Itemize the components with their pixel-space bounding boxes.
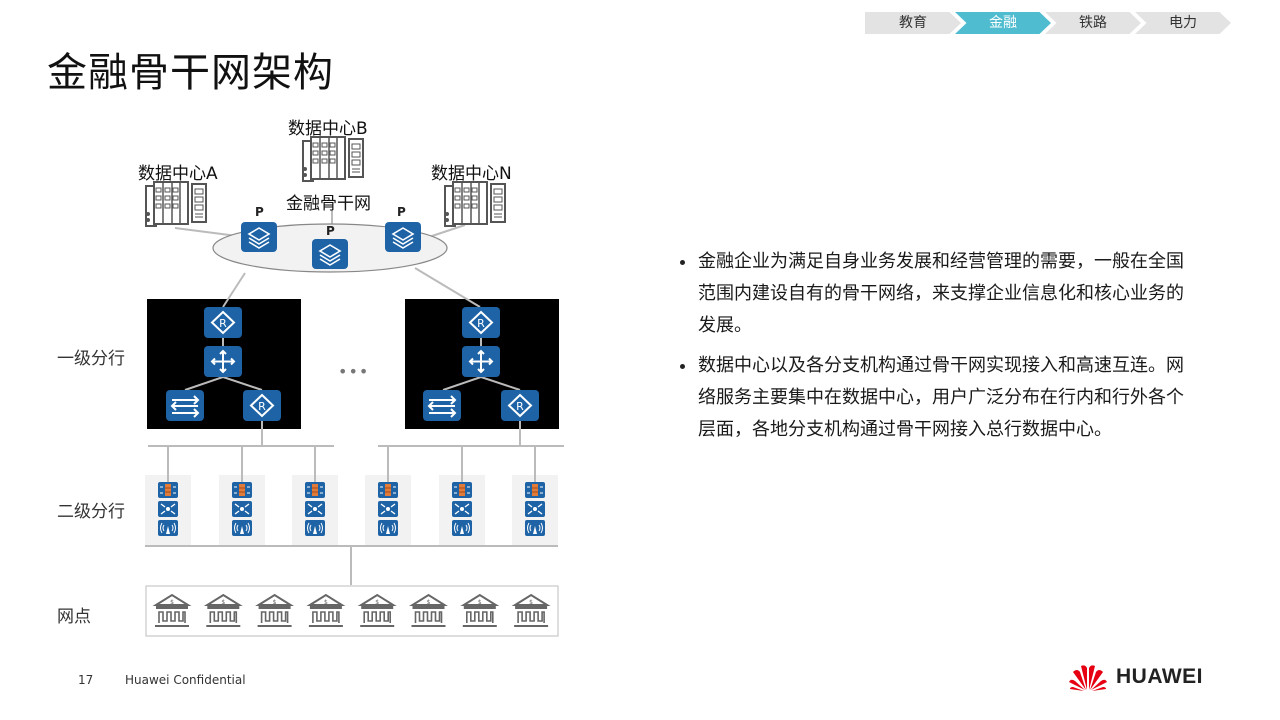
switch-icon[interactable] — [165, 389, 205, 422]
data-center-b-label: 数据中心B — [288, 119, 368, 139]
confidential-label: Huawei Confidential — [125, 673, 246, 687]
p-node-label: P — [255, 205, 264, 219]
tier-label-outlets: 网点 — [57, 607, 91, 627]
data-center-n-icon — [444, 181, 506, 227]
bullet-item: 数据中心以及各分支机构通过骨干网实现接入和高速互连。网络服务主要集中在数据中心，… — [678, 350, 1198, 446]
tier-label-level1: 一级分行 — [57, 349, 125, 369]
firewall-icon[interactable] — [524, 481, 546, 499]
firewall-icon[interactable] — [377, 481, 399, 499]
router-icon[interactable] — [203, 306, 243, 339]
nav-tab-finance[interactable]: 金融 — [955, 12, 1051, 34]
nav-tab-education[interactable]: 教育 — [865, 12, 961, 34]
p-node-label: P — [326, 224, 335, 238]
level2-branch — [512, 446, 558, 545]
level2-branch — [365, 446, 411, 545]
industry-nav: 教育 金融 铁路 电力 — [865, 12, 1231, 34]
firewall-icon[interactable] — [157, 481, 179, 499]
access-switch-icon[interactable] — [157, 500, 179, 518]
backbone-label: 金融骨干网 — [286, 194, 371, 214]
page-number: 17 — [78, 673, 94, 687]
access-switch-icon[interactable] — [304, 500, 326, 518]
level2-branches — [145, 446, 558, 545]
access-switch-icon[interactable] — [377, 500, 399, 518]
level2-branch — [439, 446, 485, 545]
access-switch-icon[interactable] — [231, 500, 253, 518]
firewall-icon[interactable] — [451, 481, 473, 499]
access-switch-icon[interactable] — [451, 500, 473, 518]
page-title: 金融骨干网架构 — [47, 50, 334, 96]
wireless-ap-icon[interactable] — [451, 519, 473, 537]
data-center-a-icon — [145, 181, 207, 227]
level2-branch — [292, 446, 338, 545]
access-switch-icon[interactable] — [524, 500, 546, 518]
outlets-panel — [145, 585, 559, 637]
p-node-label: P — [397, 205, 406, 219]
router-icon[interactable] — [242, 389, 282, 422]
huawei-petal-icon — [1069, 665, 1107, 691]
wireless-ap-icon[interactable] — [157, 519, 179, 537]
huawei-logo: HUAWEI — [1068, 662, 1203, 692]
wireless-ap-icon[interactable] — [377, 519, 399, 537]
level2-branch — [145, 446, 191, 545]
data-center-n-label: 数据中心N — [431, 164, 512, 184]
level2-branch — [219, 446, 265, 545]
firewall-icon[interactable] — [304, 481, 326, 499]
switch-icon[interactable] — [422, 389, 462, 422]
wireless-ap-icon[interactable] — [231, 519, 253, 537]
data-center-a-label: 数据中心A — [138, 164, 218, 184]
nav-tab-railway[interactable]: 铁路 — [1045, 12, 1141, 34]
p-router-icon[interactable] — [384, 221, 422, 253]
brand-name: HUAWEI — [1116, 665, 1203, 688]
core-switch-icon[interactable] — [461, 345, 501, 378]
tier-label-level2: 二级分行 — [57, 502, 125, 522]
wireless-ap-icon[interactable] — [304, 519, 326, 537]
more-branches-ellipsis: ••• — [338, 362, 370, 381]
bullet-item: 金融企业为满足自身业务发展和经营管理的需要，一般在全国范围内建设自有的骨干网络，… — [678, 246, 1198, 342]
wireless-ap-icon[interactable] — [524, 519, 546, 537]
firewall-icon[interactable] — [231, 481, 253, 499]
router-icon[interactable] — [461, 306, 501, 339]
data-center-b-icon — [302, 136, 364, 182]
p-router-icon[interactable] — [311, 238, 349, 270]
router-icon[interactable] — [500, 389, 540, 422]
p-router-icon[interactable] — [240, 221, 278, 253]
core-switch-icon[interactable] — [203, 345, 243, 378]
network-diagram: R — [145, 136, 564, 637]
nav-tab-power[interactable]: 电力 — [1135, 12, 1231, 34]
description-list: 金融企业为满足自身业务发展和经营管理的需要，一般在全国范围内建设自有的骨干网络，… — [678, 246, 1198, 454]
